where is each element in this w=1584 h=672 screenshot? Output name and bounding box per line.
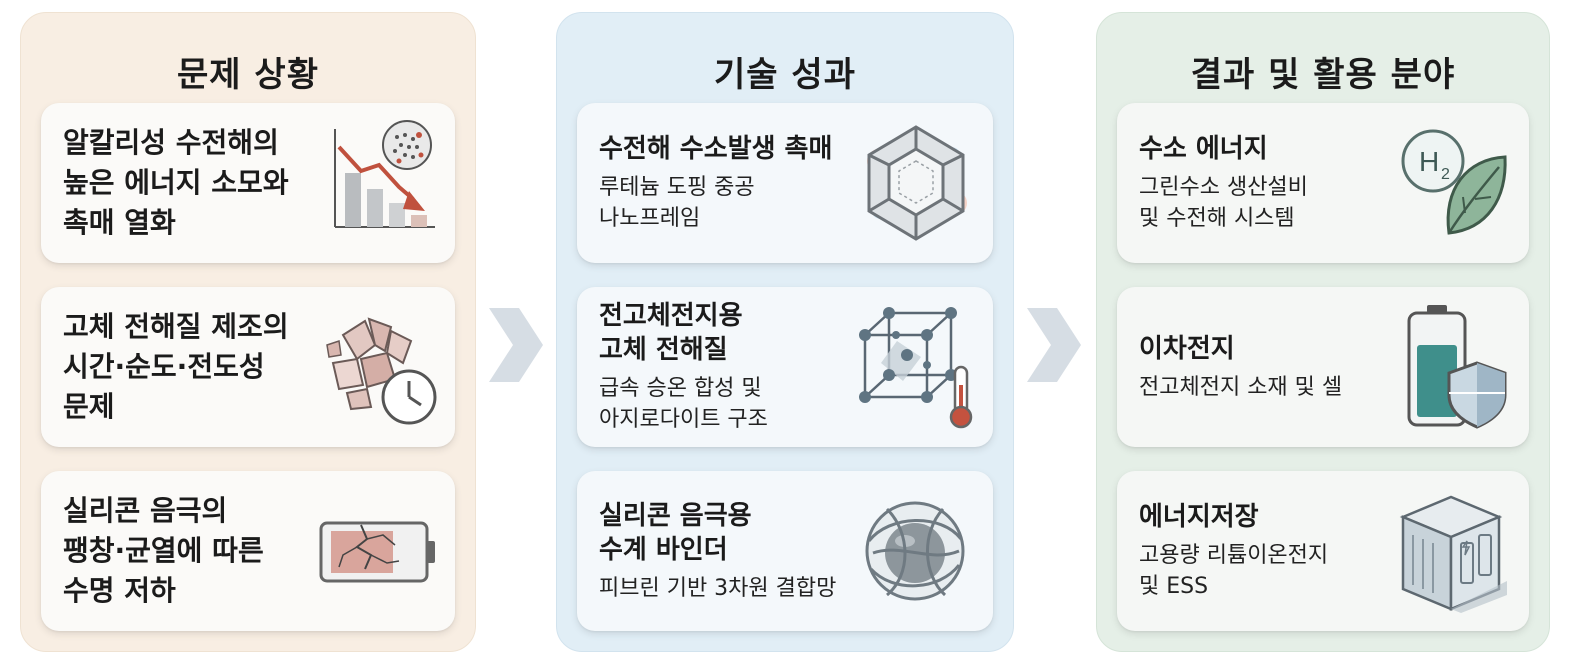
- result-card-desc: 전고체전지 소재 및 셀: [1139, 374, 1343, 400]
- battery-shield-icon: [1407, 305, 1507, 429]
- result-card-energy-storage: 에너지저장 고용량 리튬이온전지 및 ESS: [1117, 471, 1529, 631]
- result-card-title: 에너지저장: [1139, 502, 1259, 532]
- crystal-lattice-thermometer-icon: [859, 307, 973, 429]
- problem-card-silicon-anode: 실리콘 음극의 팽창·균열에 따른 수명 저하: [41, 471, 455, 631]
- tech-panel: 기술 성과 수전해 수소발생 촉매 루테늄 도핑 중공 나노프레임 전고체전지용…: [556, 12, 1014, 652]
- tech-card-binder: 실리콘 음극용 수계 바인더 피브린 기반 3차원 결합망: [577, 471, 993, 631]
- problem-panel-title: 문제 상황: [177, 55, 319, 95]
- tech-card-electrolyte: 전고체전지용 고체 전해질 급속 승온 합성 및 아지로다이트 구조: [577, 287, 993, 447]
- chevron-right-icon: [489, 308, 543, 382]
- tech-card-desc: 피브린 기반 3차원 결합망: [599, 575, 837, 601]
- result-panel: 결과 및 활용 분야 수소 에너지 그린수소 생산설비 및 수전해 시스템 H …: [1096, 12, 1550, 652]
- tech-card-title: 실리콘 음극용 수계 바인더: [599, 500, 752, 565]
- problem-card-text: 고체 전해질 제조의 시간·순도·전도성 문제: [63, 310, 289, 423]
- result-card-title: 이차전지: [1139, 333, 1235, 364]
- problem-card-text: 알칼리성 수전해의 높은 에너지 소모와 촉매 열화: [63, 126, 289, 239]
- tech-card-desc: 루테늄 도핑 중공 나노프레임: [599, 175, 755, 231]
- result-panel-title: 결과 및 활용 분야: [1190, 55, 1456, 95]
- result-card-secondary-battery: 이차전지 전고체전지 소재 및 셀: [1117, 287, 1529, 447]
- svg-text:2: 2: [1441, 166, 1450, 183]
- energy-storage-cabinet-icon: [1399, 495, 1507, 613]
- tech-card-title: 전고체전지용 고체 전해질: [599, 301, 743, 365]
- problem-card-text: 실리콘 음극의 팽창·균열에 따른 수명 저하: [63, 494, 264, 607]
- result-card-hydrogen: 수소 에너지 그린수소 생산설비 및 수전해 시스템 H 2: [1117, 103, 1529, 263]
- svg-text:H: H: [1419, 146, 1439, 177]
- crumbling-crystal-clock-icon: [326, 317, 437, 425]
- result-card-desc: 그린수소 생산설비 및 수전해 시스템: [1139, 175, 1308, 231]
- tech-card-title: 수전해 수소발생 촉매: [599, 134, 833, 164]
- tech-card-catalyst: 수전해 수소발생 촉매 루테늄 도핑 중공 나노프레임: [577, 103, 993, 263]
- silicon-particle-binder-icon: [865, 501, 965, 601]
- cracked-battery-icon: [319, 521, 435, 583]
- h2-leaf-icon: H 2: [1401, 129, 1507, 235]
- hollow-nanoframe-icon: [867, 125, 967, 241]
- tech-card-desc: 급속 승온 합성 및 아지로다이트 구조: [599, 376, 768, 432]
- declining-bar-chart-icon: [334, 120, 435, 228]
- tech-panel-title: 기술 성과: [714, 55, 856, 95]
- problem-card-solid-electrolyte: 고체 전해질 제조의 시간·순도·전도성 문제: [41, 287, 455, 447]
- chevron-right-icon: [1027, 308, 1081, 382]
- result-card-title: 수소 에너지: [1139, 134, 1268, 164]
- problem-panel: 문제 상황 알칼리성 수전해의 높은 에너지 소모와 촉매 열화 고체 전해질 …: [20, 12, 476, 652]
- result-card-desc: 고용량 리튬이온전지 및 ESS: [1139, 543, 1329, 599]
- problem-card-energy-consumption: 알칼리성 수전해의 높은 에너지 소모와 촉매 열화: [41, 103, 455, 263]
